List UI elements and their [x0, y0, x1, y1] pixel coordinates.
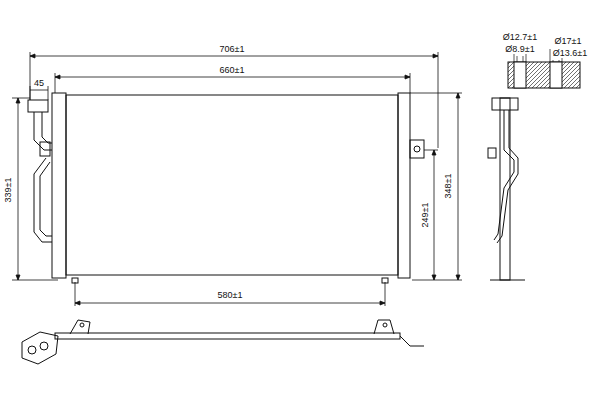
dimension-label: Ø8.9±1	[504, 44, 535, 54]
dimension-label: 249±1	[420, 202, 430, 229]
dimension-label: Ø13.6±1	[552, 48, 588, 58]
dimension-label: 45	[33, 78, 45, 88]
dimension-label: Ø17±1	[554, 36, 583, 46]
dimension-label: 348±1	[443, 173, 453, 200]
dimension-label: 660±1	[219, 65, 246, 75]
dimension-label: 706±1	[219, 44, 246, 54]
condenser-side-view	[488, 98, 525, 280]
condenser-bottom-view	[22, 320, 424, 364]
dimension-label: Ø12.7±1	[502, 32, 538, 42]
dimension-label: 580±1	[217, 290, 244, 300]
dimension-lines	[12, 52, 462, 306]
condenser-front-view	[28, 93, 424, 283]
dimension-label: 339±1	[3, 177, 13, 204]
